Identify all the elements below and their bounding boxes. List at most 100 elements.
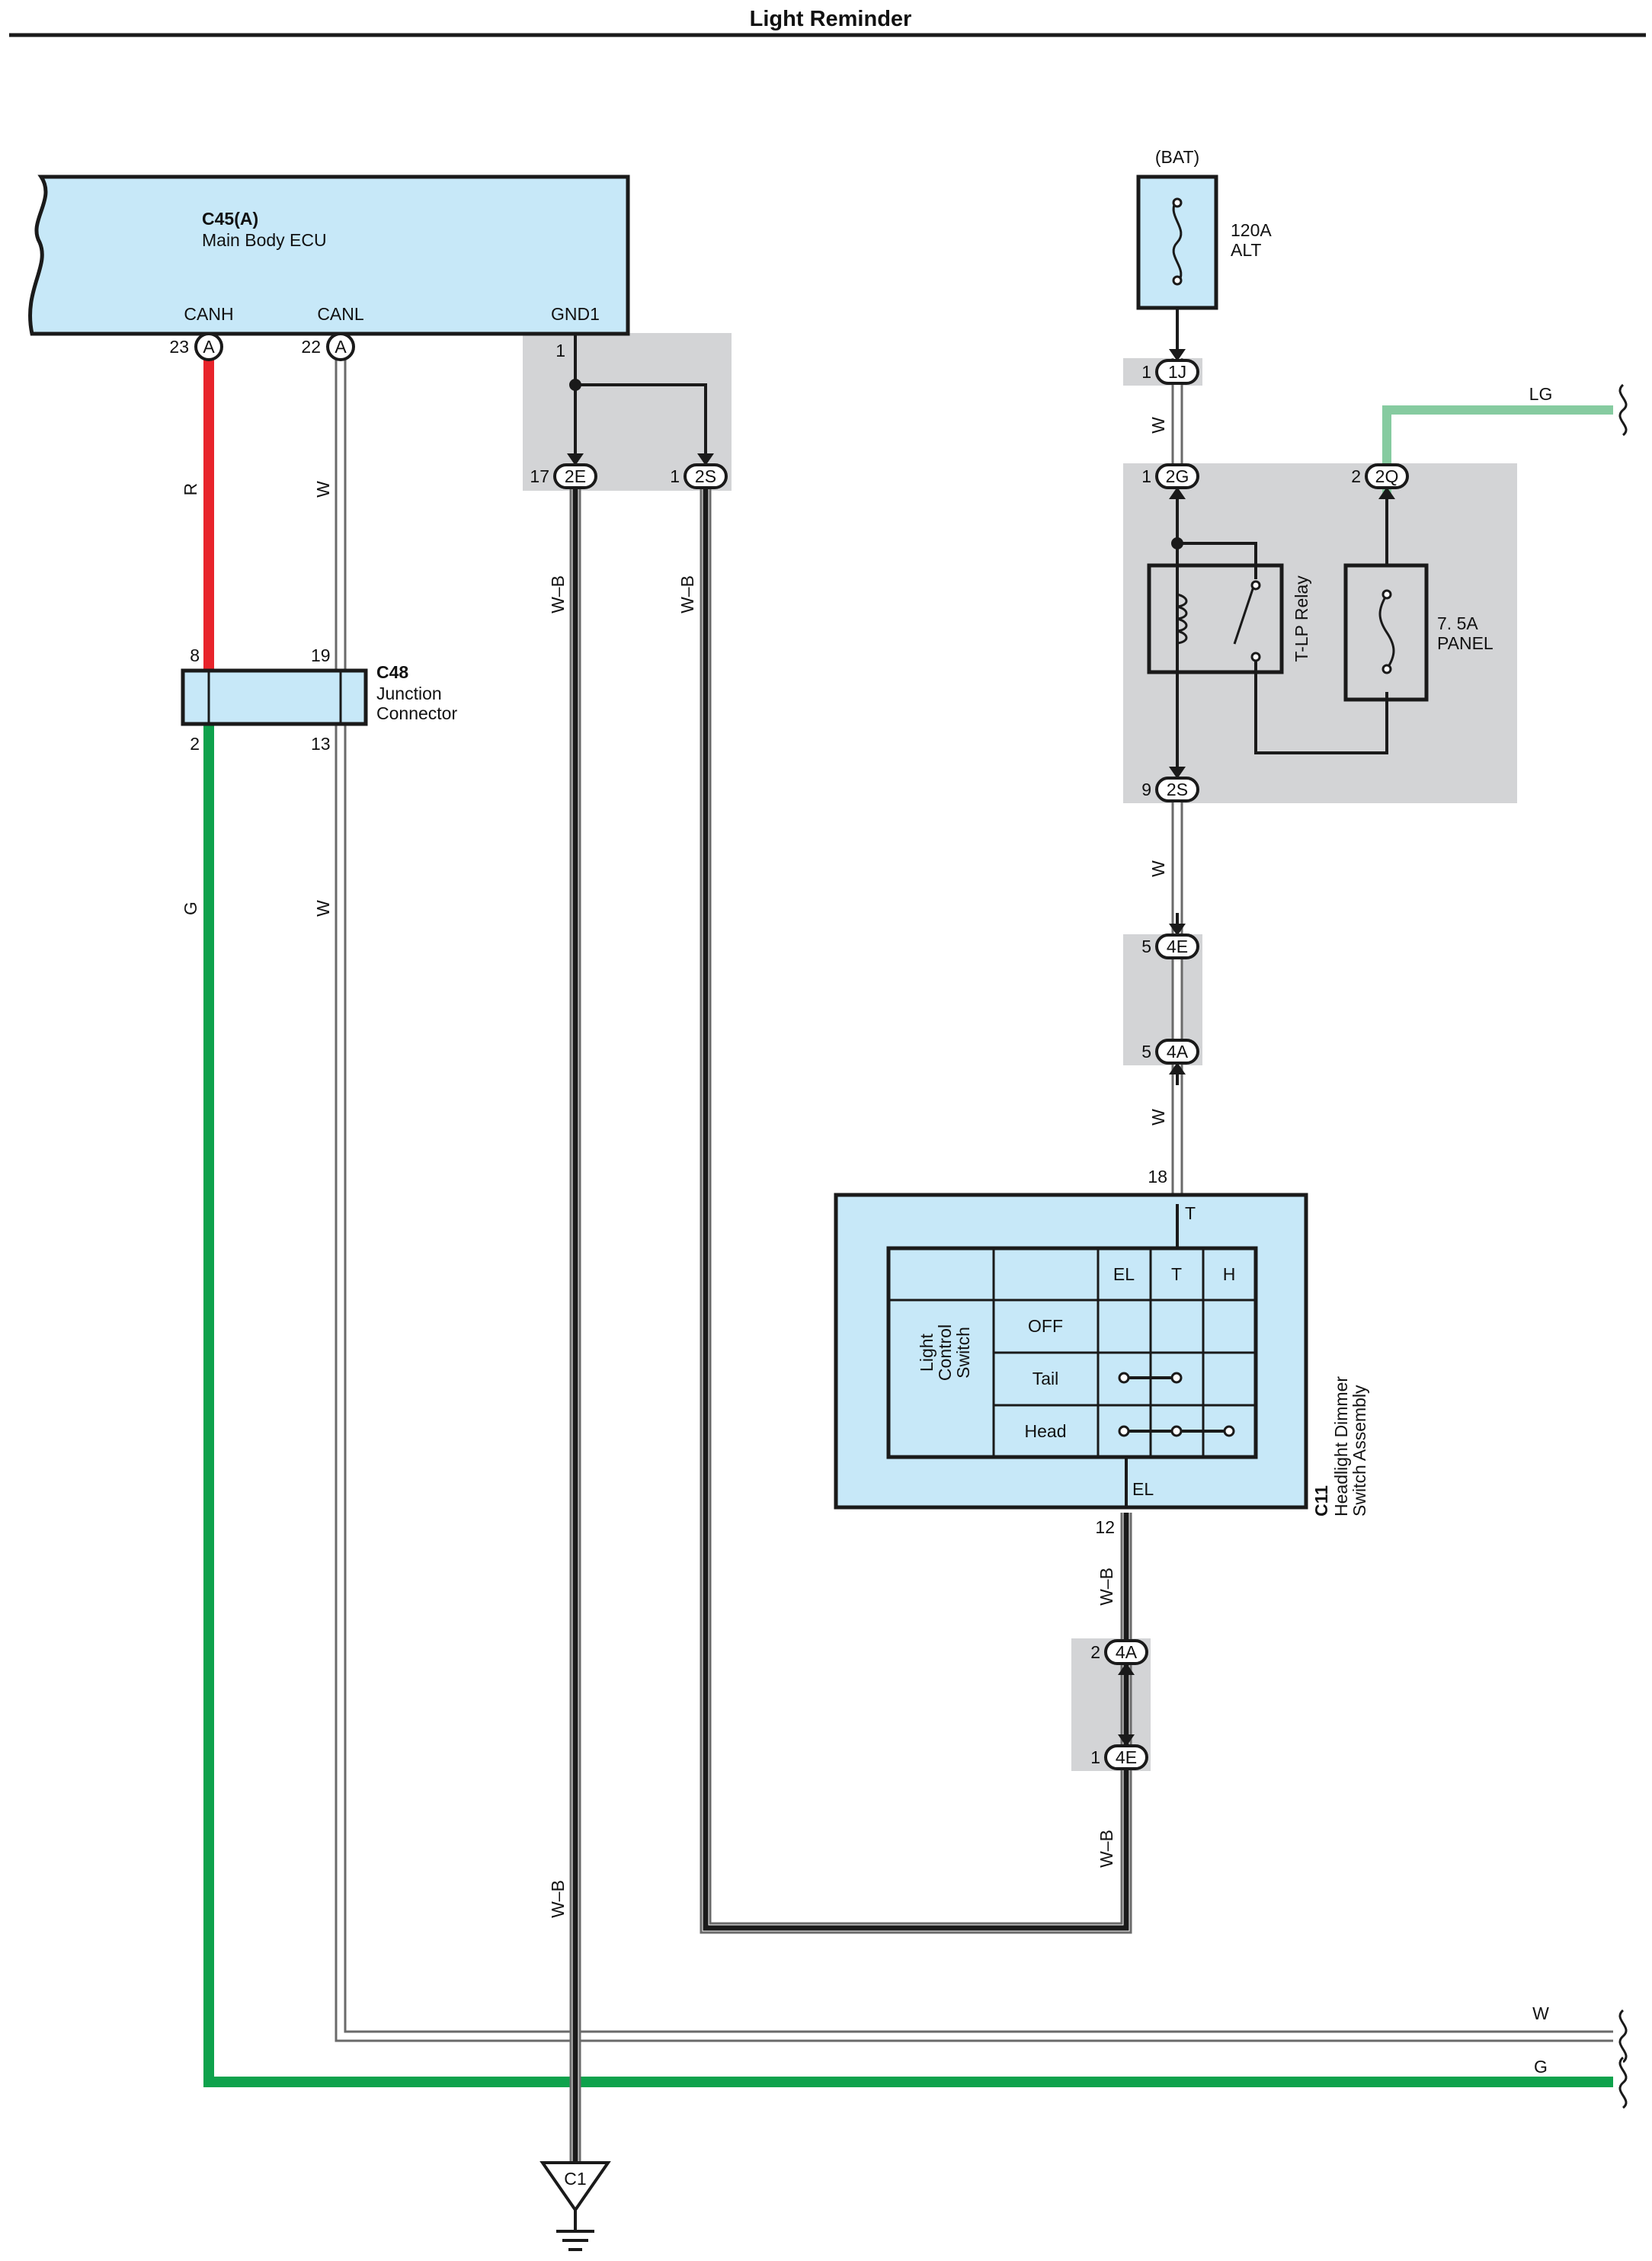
panel-fuse-label-2: PANEL xyxy=(1437,633,1494,653)
wire-label-g-vertical: G xyxy=(181,902,200,915)
connector-4a-c_4a_bot: 4A 2 xyxy=(1090,1639,1148,1686)
canh-pin-connector: A xyxy=(203,337,215,357)
wire-label-r: R xyxy=(181,483,200,496)
connector-name: 1J xyxy=(1168,362,1186,382)
connector-pin: 17 xyxy=(530,466,549,486)
svg-text:Headlight Dimmer: Headlight Dimmer xyxy=(1331,1376,1351,1516)
panel-fuse-icon xyxy=(1378,594,1395,670)
connector-body xyxy=(1104,1639,1148,1665)
connector-name: 2Q xyxy=(1375,466,1399,486)
junction-pin-19: 19 xyxy=(311,645,331,665)
connector-pin: 1 xyxy=(1141,362,1151,382)
switch-col-h: H xyxy=(1223,1264,1236,1284)
wire-label-w-bat: W xyxy=(1148,417,1168,434)
switch-table-caption: Light Control Switch xyxy=(917,1324,973,1381)
panel-fuse-label-1: 7. 5A xyxy=(1437,613,1478,633)
switch-col-el: EL xyxy=(1113,1264,1135,1284)
connector-arrow xyxy=(1169,349,1186,361)
connector-body xyxy=(1155,359,1199,385)
switch-row-tail: Tail xyxy=(1032,1369,1059,1388)
connector-4e-c_4e_top: 4E5 xyxy=(1141,913,1199,959)
junction-name-2: Connector xyxy=(376,703,457,723)
wire-label-wb-5: W–B xyxy=(1097,1830,1116,1868)
canl-pin-connector: A xyxy=(335,337,347,357)
connector-arrow xyxy=(1169,767,1186,779)
switch-col-t: T xyxy=(1171,1264,1182,1284)
main-body-ecu xyxy=(28,175,630,336)
connector-body xyxy=(1155,777,1199,802)
canl-pin-marker xyxy=(326,332,355,361)
canl-pin-number: 22 xyxy=(301,337,321,357)
relay-coil-icon xyxy=(1177,593,1188,645)
switch-row-head: Head xyxy=(1025,1421,1067,1441)
alt-fuse-icon xyxy=(1172,199,1183,284)
switch-term-el: EL xyxy=(1132,1479,1154,1499)
connector-pin: 1 xyxy=(1090,1747,1100,1767)
connector-body xyxy=(1155,463,1199,489)
connector-2s-c_2s_relay: 2S9 xyxy=(1141,756,1199,802)
connector-body xyxy=(1155,934,1199,959)
connector-2q-c_2q: 2Q 2 xyxy=(1351,463,1409,510)
gnd-pin-number: 1 xyxy=(555,341,565,360)
headlight-dimmer-switch xyxy=(834,1193,1308,1510)
g-wire xyxy=(203,724,1613,2087)
wire-label-wb-2: W–B xyxy=(677,575,697,613)
connector-name: 4A xyxy=(1116,1642,1138,1662)
connector-pin: 2 xyxy=(1090,1642,1100,1662)
light-control-switch-table xyxy=(886,1246,1258,1459)
wire-break-g xyxy=(1618,2056,1628,2109)
connector-2g-c_2g: 2G 1 xyxy=(1141,463,1199,510)
wire-label-wb-3: W–B xyxy=(548,1880,568,1918)
canh-pin-number: 23 xyxy=(169,337,189,357)
junction-pin-2: 2 xyxy=(190,734,200,754)
bat-label: (BAT) xyxy=(1155,147,1199,167)
wire-label-lg: LG xyxy=(1529,384,1553,404)
connector-name: 2S xyxy=(695,466,716,486)
connector-body xyxy=(684,463,728,489)
wire-break-w xyxy=(1618,2009,1628,2064)
relay-block-shade xyxy=(1123,463,1517,803)
wire-label-w-canl-2: W xyxy=(313,900,333,917)
connector-pin: 2 xyxy=(1351,466,1361,486)
wire-label-w-bottom: W xyxy=(1532,2003,1549,2023)
connector-arrow xyxy=(697,453,714,466)
canh-pin-marker xyxy=(194,332,223,361)
connector-body xyxy=(1155,1039,1199,1065)
connector-arrow xyxy=(1118,1734,1135,1747)
svg-text:C11: C11 xyxy=(1311,1485,1331,1516)
junction-name-1: Junction xyxy=(376,684,442,703)
wire-label-w-relay: W xyxy=(1148,860,1168,877)
connector-body xyxy=(1104,1744,1148,1770)
connector-name: 2G xyxy=(1166,466,1189,486)
connector-1j-c_1j: 1J 1 xyxy=(1141,338,1199,385)
ground-c1 xyxy=(539,2161,611,2251)
switch-term-t: T xyxy=(1185,1203,1196,1223)
ground-id: C1 xyxy=(564,2169,586,2189)
connector-arrow xyxy=(567,453,584,466)
ecu-name: Main Body ECU xyxy=(202,230,327,250)
connector-pin: 5 xyxy=(1141,1042,1151,1062)
connector-body xyxy=(553,463,597,489)
svg-text:Switch: Switch xyxy=(953,1327,973,1379)
connector-pin: 9 xyxy=(1141,780,1151,799)
tail-continuity xyxy=(1118,1372,1183,1384)
wire-break-lg xyxy=(1618,383,1628,437)
junction-pin-13: 13 xyxy=(311,734,331,754)
canl-wire xyxy=(335,358,1613,2042)
page-title: Light Reminder xyxy=(750,7,912,31)
connector-arrow xyxy=(1169,1062,1186,1074)
connector-pin: 1 xyxy=(1141,466,1151,486)
junction-connector xyxy=(181,668,368,726)
panel-fuse-box xyxy=(1343,563,1429,702)
connector-arrow xyxy=(1169,924,1186,936)
switch-assembly-label: C11 Headlight Dimmer Switch Assembly xyxy=(1311,1376,1369,1516)
wire-label-w-canl-1: W xyxy=(313,481,333,498)
tlp-relay xyxy=(1147,563,1284,674)
svg-text:Control: Control xyxy=(935,1324,955,1381)
canl-label: CANL xyxy=(317,304,364,324)
head-continuity xyxy=(1118,1425,1235,1437)
connector-name: 4E xyxy=(1167,937,1188,956)
